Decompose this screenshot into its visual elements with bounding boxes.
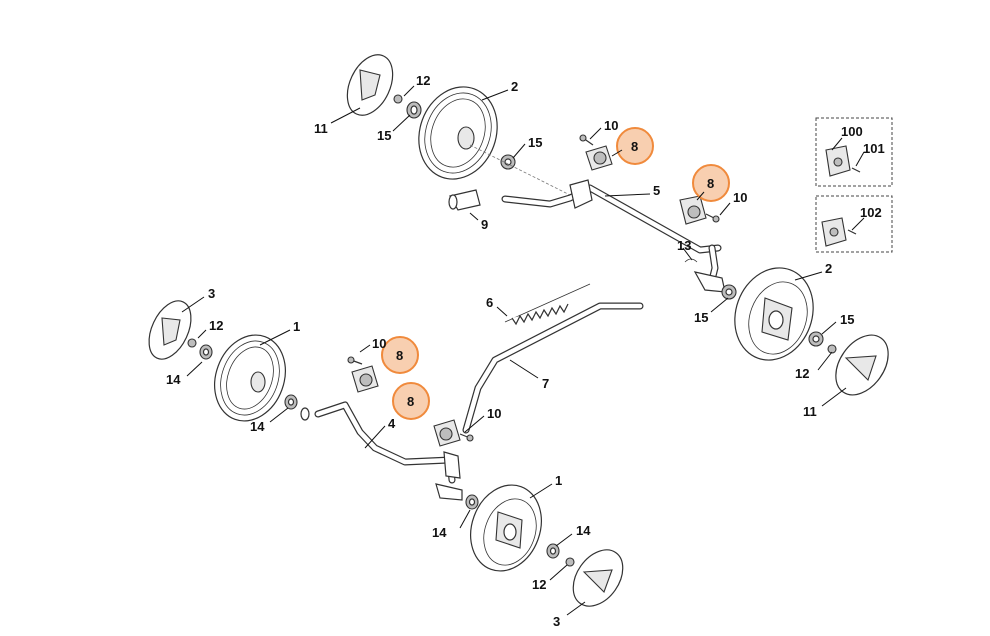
wheel-1-front-left[interactable]: [203, 325, 297, 431]
label-15-rear-right-b: 15: [840, 312, 854, 327]
label-2-rear-left: 2: [511, 79, 518, 94]
label-6: 6: [486, 295, 493, 310]
spring-6[interactable]: [504, 283, 591, 326]
screw-12-front-left[interactable]: [187, 338, 197, 348]
bushing-14-front-left-a[interactable]: [199, 344, 213, 360]
highlight-8-rear-a[interactable]: [616, 127, 654, 165]
label-4: 4: [388, 416, 396, 431]
highlight-8-rear-b[interactable]: [692, 164, 730, 202]
label-12-rear-right: 12: [795, 366, 809, 381]
label-10-front-b: 10: [487, 406, 501, 421]
height-adjuster-8-rear-a[interactable]: [585, 145, 613, 171]
label-10-rear-a: 10: [604, 118, 618, 133]
hub-cap-3-front-left[interactable]: [141, 294, 200, 365]
label-9: 9: [481, 217, 488, 232]
screw-10-rear-b[interactable]: [705, 213, 720, 223]
label-102: 102: [860, 205, 882, 220]
highlight-8-front-a[interactable]: [381, 336, 419, 374]
height-adjuster-8-front-a[interactable]: [351, 365, 379, 393]
screw-10-front-a[interactable]: [347, 356, 363, 365]
label-1-front-left: 1: [293, 319, 300, 334]
detail-box-100-101: [815, 117, 893, 187]
wheel-2-rear-left[interactable]: [406, 76, 510, 190]
bushing-14-front-left-b[interactable]: [284, 394, 298, 410]
hub-cap-11-rear-right[interactable]: [825, 325, 899, 404]
height-adjuster-8-front-b[interactable]: [433, 419, 461, 447]
label-12-rear: 12: [416, 73, 430, 88]
callout-labels: 11 12 15 2 15 10 8 8 10 5 9 13 2 15 15 1…: [166, 73, 885, 629]
label-8-rear-a: 8: [631, 139, 638, 154]
height-adjuster-8-rear-b[interactable]: [679, 195, 707, 225]
label-3-front-left: 3: [208, 286, 215, 301]
label-15-axle: 15: [528, 135, 542, 150]
rear-axle-5[interactable]: [501, 179, 726, 293]
wheel-2-rear-right[interactable]: [722, 257, 826, 371]
label-8-front-a: 8: [396, 348, 403, 363]
label-14-front-right-b: 14: [576, 523, 591, 538]
front-axle-4[interactable]: [300, 401, 463, 501]
label-10-rear-b: 10: [733, 190, 747, 205]
label-12-front-right: 12: [532, 577, 546, 592]
label-14-front-left-b: 14: [250, 419, 265, 434]
label-7: 7: [542, 376, 549, 391]
screw-10-rear-a[interactable]: [579, 134, 594, 146]
label-10-front-a: 10: [372, 336, 386, 351]
detail-box-102: [815, 195, 893, 253]
bushing-14-front-right-a[interactable]: [465, 494, 479, 510]
screw-12-rear-left[interactable]: [393, 94, 403, 104]
bushing-14-front-right-b[interactable]: [546, 543, 560, 559]
hub-cap-3-front-right[interactable]: [563, 541, 633, 616]
wheel-1-front-right[interactable]: [459, 475, 553, 581]
rod-7[interactable]: [462, 302, 644, 434]
label-8-rear-b: 8: [707, 176, 714, 191]
label-14-front-left-a: 14: [166, 372, 181, 387]
label-14-front-right-a: 14: [432, 525, 447, 540]
screw-12-front-right[interactable]: [565, 557, 575, 567]
leader-lines: [181, 85, 865, 616]
label-8-front-b: 8: [407, 394, 414, 409]
label-11-rear-right: 11: [803, 404, 817, 419]
lever-grip-9[interactable]: [448, 189, 481, 211]
label-1-front-right: 1: [555, 473, 562, 488]
label-2-rear-right: 2: [825, 261, 832, 276]
label-100: 100: [841, 124, 863, 139]
label-5: 5: [653, 183, 660, 198]
label-15-rear: 15: [377, 128, 391, 143]
screw-10-front-b[interactable]: [459, 433, 474, 442]
label-12-front-left: 12: [209, 318, 223, 333]
label-15-rear-right-a: 15: [694, 310, 708, 325]
bushing-15-rear-left[interactable]: [406, 101, 422, 119]
label-13: 13: [677, 238, 691, 253]
bushing-15-rear-right-b[interactable]: [808, 331, 824, 347]
bushing-15-rear-axle[interactable]: [500, 154, 516, 170]
screw-12-rear-right[interactable]: [827, 344, 837, 354]
label-11-rear: 11: [314, 121, 328, 136]
highlight-8-front-b[interactable]: [392, 382, 430, 420]
label-101: 101: [863, 141, 885, 156]
hub-cap-11-rear-left[interactable]: [338, 48, 401, 123]
label-3-front-right: 3: [553, 614, 560, 629]
bushing-15-rear-right-a[interactable]: [721, 284, 737, 300]
